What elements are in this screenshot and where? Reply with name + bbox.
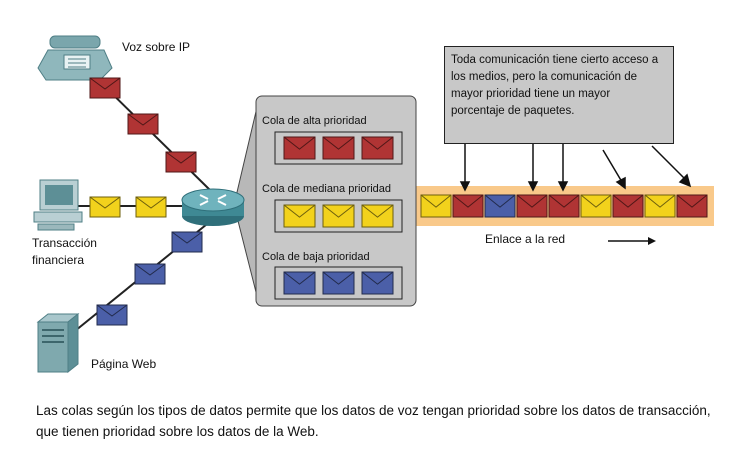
computer-icon [33, 179, 83, 231]
server-icon [36, 312, 80, 374]
web-label: Página Web [91, 357, 157, 371]
web-envelope [171, 231, 203, 253]
link-envelope [420, 194, 452, 218]
queue-low-envelope [361, 271, 394, 295]
queue-high-envelope [322, 136, 355, 160]
queue-medium-envelope [322, 204, 355, 228]
transaction-label-line2: financiera [32, 253, 85, 267]
link-envelope [452, 194, 484, 218]
envelopes-layer [89, 77, 708, 326]
caption: Las colas según los tipos de datos permi… [36, 403, 711, 439]
network-link-label: Enlace a la red [485, 232, 566, 246]
voip-envelope [89, 77, 121, 99]
transaction-label-line1: Transacción [32, 236, 97, 250]
queue-medium-envelope [283, 204, 316, 228]
queue-high-envelope [361, 136, 394, 160]
link-envelope [612, 194, 644, 218]
transaction-envelope [135, 196, 167, 218]
queue-title-low: Cola de baja prioridad [262, 251, 370, 263]
web-envelope [134, 263, 166, 285]
callout-text: Toda comunicación tiene cierto acceso a … [444, 46, 674, 144]
link-envelope [548, 194, 580, 218]
queue-low-envelope [283, 271, 316, 295]
queue-title-medium: Cola de mediana prioridad [262, 183, 392, 195]
voip-envelope [165, 151, 197, 173]
link-envelope [676, 194, 708, 218]
queue-title-high: Cola de alta prioridad [262, 115, 367, 127]
phone-icon [37, 35, 113, 81]
link-envelope [644, 194, 676, 218]
queue-low-envelope [322, 271, 355, 295]
voip-envelope [127, 113, 159, 135]
voip-label: Voz sobre IP [122, 40, 191, 54]
link-envelope [516, 194, 548, 218]
router-icon [181, 188, 245, 226]
direction-arrow [608, 237, 656, 245]
link-envelope [484, 194, 516, 218]
transaction-envelope [89, 196, 121, 218]
queue-high-envelope [283, 136, 316, 160]
callout-arrows [459, 144, 692, 192]
queue-medium-envelope [361, 204, 394, 228]
web-envelope [96, 304, 128, 326]
link-envelope [580, 194, 612, 218]
